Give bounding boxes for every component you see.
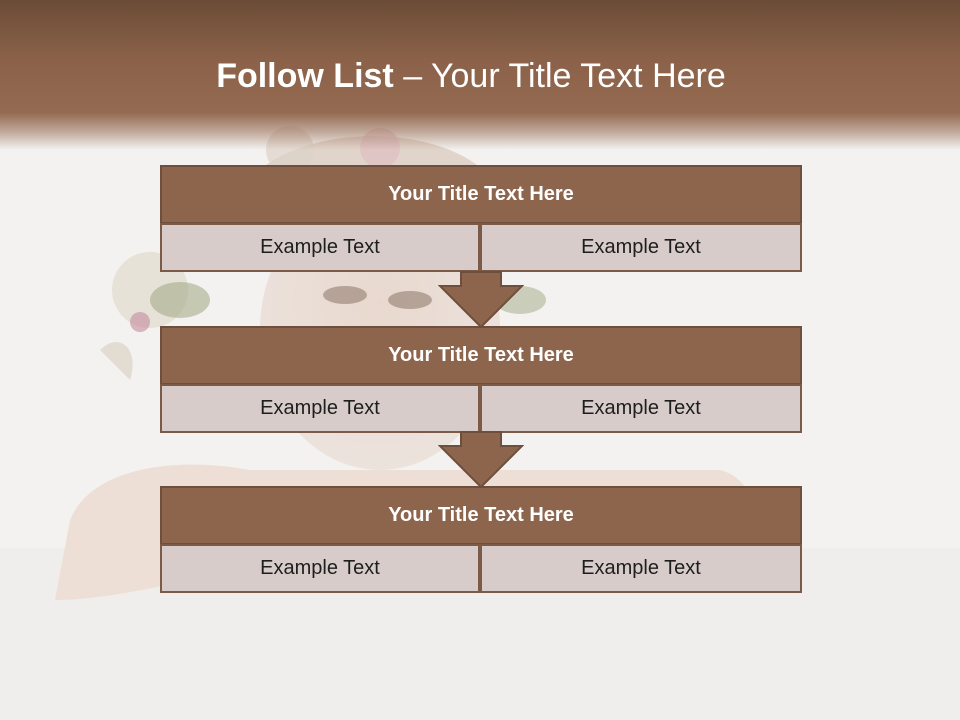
block-heading: Your Title Text Here	[160, 326, 802, 385]
block-cell-left: Example Text	[160, 544, 480, 593]
block-cell-right: Example Text	[480, 544, 802, 593]
down-arrow-icon	[438, 271, 524, 329]
title-bold-part: Follow List	[216, 57, 394, 95]
block-heading: Your Title Text Here	[160, 165, 802, 224]
block-heading: Your Title Text Here	[160, 486, 802, 545]
block-cell-right: Example Text	[480, 384, 802, 433]
down-arrow-icon	[438, 431, 524, 489]
block-cell-left: Example Text	[160, 384, 480, 433]
slide-title: Follow List – Your Title Text Here	[0, 52, 942, 100]
block-cell-left: Example Text	[160, 223, 480, 272]
block-cell-right: Example Text	[480, 223, 802, 272]
title-bar	[0, 0, 960, 150]
title-rest-part: – Your Title Text Here	[403, 57, 726, 95]
